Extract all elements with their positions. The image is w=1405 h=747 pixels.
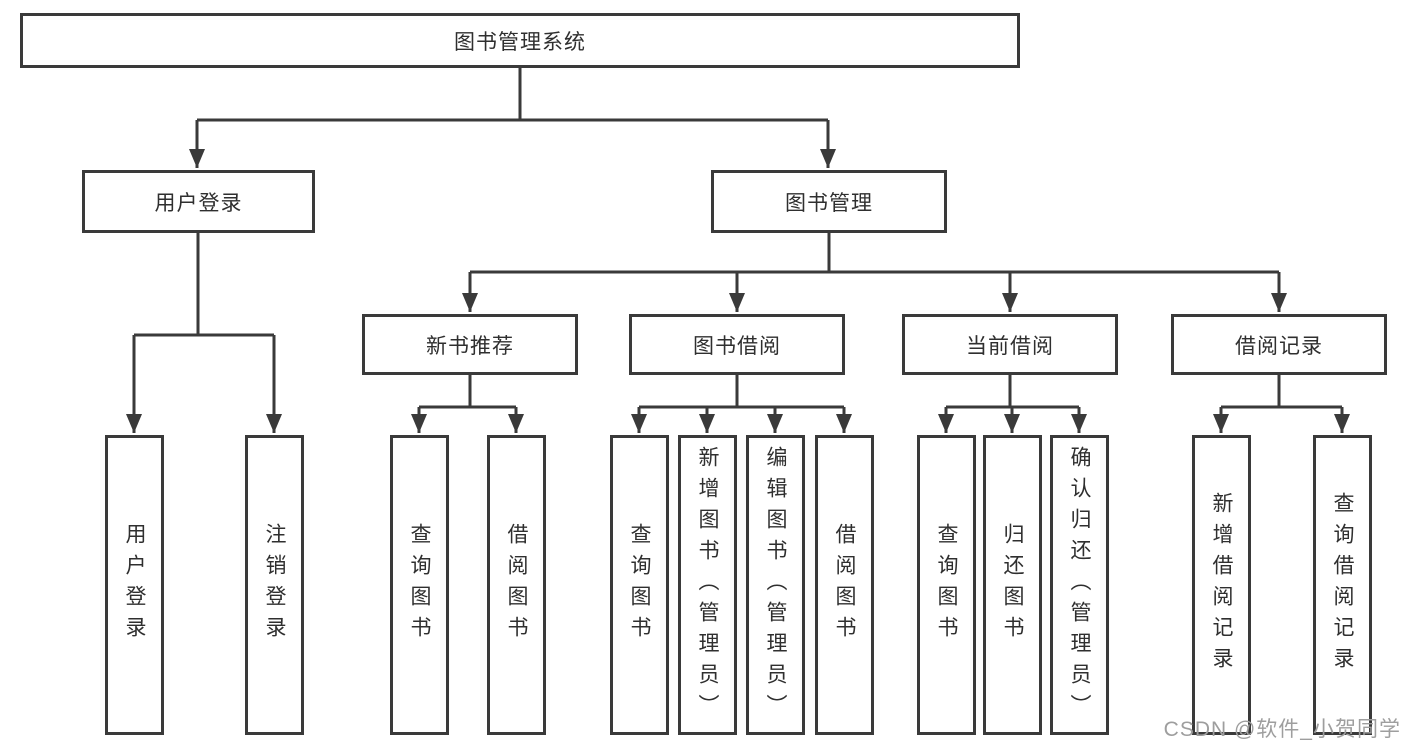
leaf-label: 查询借阅记录 [1331,492,1354,678]
node-new-book-recommend: 新书推荐 [362,314,578,375]
leaf-label: 查询图书 [628,523,651,647]
leaf-edit-book-admin: 编辑图书（管理员） [746,435,805,735]
leaf-query-books-borrow: 查询图书 [610,435,669,735]
leaf-label: 借阅图书 [833,523,856,647]
node-root: 图书管理系统 [20,13,1020,68]
leaf-query-books-recommend: 查询图书 [390,435,449,735]
node-borrow-records: 借阅记录 [1171,314,1387,375]
leaf-label: 查询图书 [935,523,958,647]
leaf-return-book: 归还图书 [983,435,1042,735]
node-user-login: 用户登录 [82,170,315,233]
leaf-logout: 注销登录 [245,435,304,735]
leaf-confirm-return-admin: 确认归还（管理员） [1050,435,1109,735]
node-book-management: 图书管理 [711,170,947,233]
leaf-label: 借阅图书 [505,523,528,647]
leaf-add-borrow-record: 新增借阅记录 [1192,435,1251,735]
leaf-label: 归还图书 [1001,523,1024,647]
leaf-label: 新增图书（管理员） [696,445,719,725]
leaf-add-book-admin: 新增图书（管理员） [678,435,737,735]
leaf-label: 编辑图书（管理员） [764,445,787,725]
leaf-label: 确认归还（管理员） [1068,445,1091,725]
leaf-user-login: 用户登录 [105,435,164,735]
leaf-label: 注销登录 [263,523,286,647]
node-book-borrow: 图书借阅 [629,314,845,375]
leaf-label: 查询图书 [408,523,431,647]
node-current-borrow: 当前借阅 [902,314,1118,375]
leaf-query-borrow-record: 查询借阅记录 [1313,435,1372,735]
watermark: CSDN @软件_小贺同学 [1163,718,1401,741]
leaf-label: 用户登录 [123,523,146,647]
leaf-borrow-books: 借阅图书 [815,435,874,735]
leaf-borrow-books-recommend: 借阅图书 [487,435,546,735]
leaf-label: 新增借阅记录 [1210,492,1233,678]
leaf-query-books-current: 查询图书 [917,435,976,735]
